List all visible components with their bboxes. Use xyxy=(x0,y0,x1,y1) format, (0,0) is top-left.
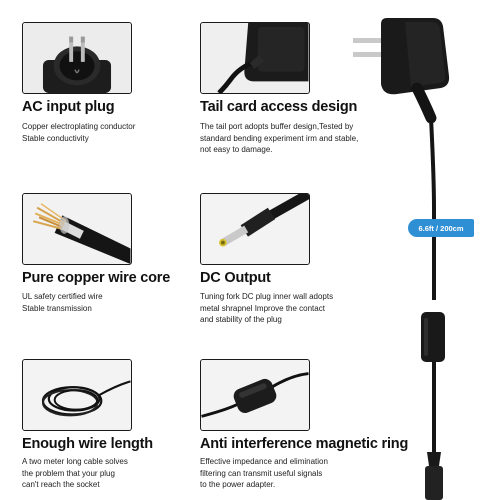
wire-length-image xyxy=(22,359,132,431)
feature-desc: UL safety certified wire Stable transmis… xyxy=(22,292,103,313)
copper-core-image xyxy=(22,193,132,265)
tail-card-image xyxy=(200,22,310,94)
feature-title: Anti interference magnetic ring xyxy=(200,436,409,452)
feature-title: Enough wire length xyxy=(22,436,153,452)
feature-desc: A two meter long cable solves the proble… xyxy=(22,457,128,489)
feature-title: DC Output xyxy=(200,270,271,286)
feature-desc: Copper electroplating conductor Stable c… xyxy=(22,122,136,143)
power-adapter-icon xyxy=(353,18,450,500)
feature-title: AC input plug xyxy=(22,99,115,115)
feature-title: Tail card access design xyxy=(200,99,358,115)
coiled-cable-icon xyxy=(23,360,131,430)
wire-core-icon xyxy=(23,194,131,264)
plug-prongs-icon xyxy=(23,23,131,93)
feature-desc: Effective impedance and elimination filt… xyxy=(200,457,328,489)
feature-desc: The tail port adopts buffer design,Teste… xyxy=(200,122,359,154)
ac-plug-image xyxy=(22,22,132,94)
dc-plug-icon xyxy=(201,194,309,264)
magnetic-ring-image xyxy=(200,359,310,431)
adapter-tail-icon xyxy=(201,23,309,93)
cable-length-badge: 6.6ft / 200cm xyxy=(408,219,474,237)
feature-desc: Tuning fork DC plug inner wall adopts me… xyxy=(200,292,334,324)
dc-output-image xyxy=(200,193,310,265)
ferrite-ring-icon xyxy=(201,360,309,430)
feature-title: Pure copper wire core xyxy=(22,270,171,286)
product-photo xyxy=(345,0,500,500)
